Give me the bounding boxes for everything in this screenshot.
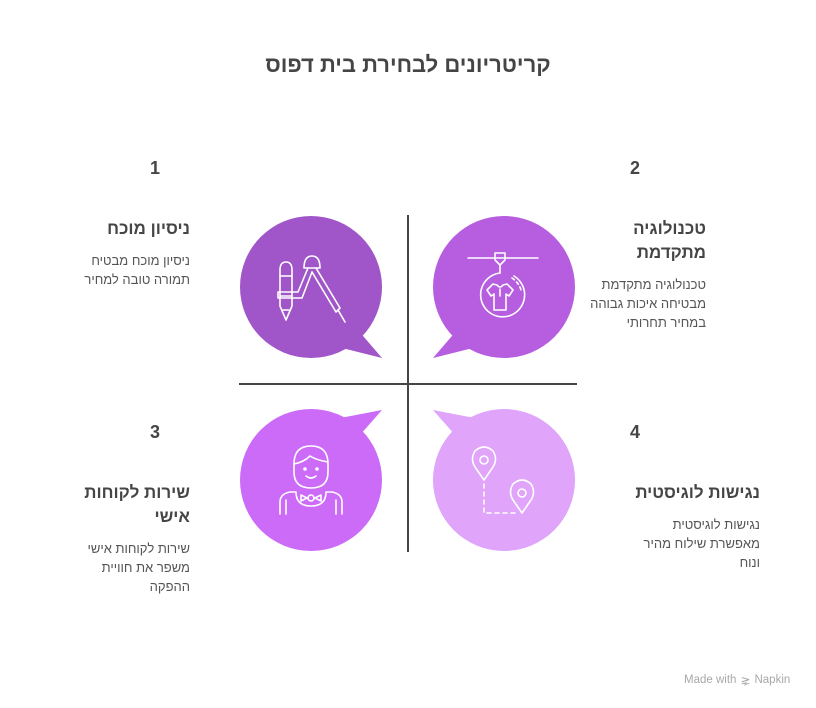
- quadrant-4-description: נגישות לוגיסטית מאפשרת שילוח מהיר ונוח: [590, 515, 760, 572]
- heading-line: שירות לקוחות: [84, 483, 190, 502]
- desc-line: מבטיחה איכות גבוהה: [590, 296, 706, 311]
- desc-line: ההפקה: [149, 579, 190, 594]
- speech-bubble-2: [433, 216, 575, 358]
- route-map-pins-icon: [471, 446, 535, 514]
- quadrant-3-number: 3: [150, 422, 161, 442]
- drafting-compass-pencil-icon: [277, 255, 346, 323]
- speech-bubble-4: [433, 409, 575, 551]
- desc-line: במחיר תחרותי: [626, 315, 706, 330]
- quadrant-3-text: שירות לקוחות אישי שירות לקוחות אישי משפר…: [30, 481, 190, 596]
- quadrant-3-description: שירות לקוחות אישי משפר את חוויית ההפקה: [30, 539, 190, 596]
- quadrant-2-description: טכנולוגיה מתקדמת מבטיחה איכות גבוהה במחי…: [566, 275, 706, 332]
- quadrant-3-heading: שירות לקוחות אישי: [30, 481, 190, 529]
- quadrant-4-heading: נגישות לוגיסטית: [635, 483, 760, 502]
- napkin-brand-label: Napkin: [754, 674, 791, 686]
- desc-line: נגישות לוגיסטית: [672, 517, 760, 532]
- speech-bubble-3: [240, 409, 382, 551]
- napkin-watermark: Made with ⋧ Napkin: [684, 673, 790, 687]
- quadrant-2-number: 2: [630, 158, 641, 178]
- napkin-logo-icon: ⋧: [740, 673, 751, 687]
- desc-line: שירות לקוחות אישי: [87, 541, 190, 556]
- page-title: קריטריונים לבחירת בית דפוס: [265, 52, 551, 77]
- desc-line: ונוח: [739, 555, 760, 570]
- desc-line: טכנולוגיה מתקדמת: [601, 277, 706, 292]
- desc-line: ניסיון מוכח מבטיח: [91, 253, 190, 268]
- made-with-label: Made with: [684, 674, 737, 686]
- quadrant-1-heading: ניסיון מוכח: [107, 219, 190, 238]
- speech-bubble-1: [240, 216, 382, 358]
- waiter-person-icon: [279, 445, 343, 515]
- quadrant-2-heading: טכנולוגיה מתקדמת: [566, 217, 706, 265]
- quadrant-1-number: 1: [150, 158, 161, 178]
- quadrant-2-text: טכנולוגיה מתקדמת טכנולוגיה מתקדמת מבטיחה…: [566, 217, 706, 332]
- quadrant-1-text: ניסיון מוכח ניסיון מוכח מבטיח תמורה טובה…: [30, 217, 190, 289]
- desc-line: משפר את חוויית: [101, 560, 190, 575]
- quadrant-1-description: ניסיון מוכח מבטיח תמורה טובה למחיר: [30, 251, 190, 289]
- desc-line: מאפשרת שילוח מהיר: [643, 536, 760, 551]
- heading-line: מתקדמת: [636, 243, 706, 262]
- 3d-printer-shirt-icon: [467, 252, 539, 318]
- heading-line: אישי: [154, 507, 190, 526]
- quadrant-4-number: 4: [630, 422, 641, 442]
- desc-line: תמורה טובה למחיר: [84, 272, 190, 287]
- heading-line: טכנולוגיה: [633, 219, 706, 238]
- quadrant-4-text: נגישות לוגיסטית נגישות לוגיסטית מאפשרת ש…: [590, 481, 760, 572]
